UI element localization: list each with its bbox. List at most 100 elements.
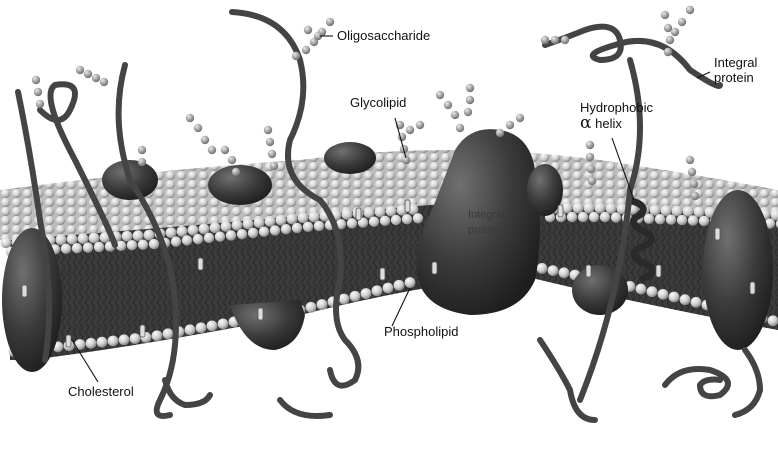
lipid-head bbox=[210, 222, 221, 233]
lipid-head bbox=[666, 214, 676, 224]
lipid-head bbox=[270, 162, 278, 170]
lipid-head bbox=[586, 141, 594, 149]
alpha-symbol: α bbox=[580, 113, 591, 133]
lipid-head bbox=[661, 205, 672, 216]
lipid-head bbox=[254, 217, 265, 228]
lipid-head bbox=[232, 220, 243, 231]
lipid-head bbox=[248, 228, 258, 238]
lipid-head bbox=[369, 216, 379, 226]
lipid-head bbox=[586, 153, 594, 161]
lipid-head bbox=[232, 168, 240, 176]
lipid-head bbox=[182, 235, 192, 245]
lipid-head bbox=[386, 206, 397, 217]
lipid-head bbox=[303, 222, 313, 232]
lipid-head bbox=[350, 291, 361, 302]
lipid-head bbox=[326, 18, 334, 26]
integral-protein-center-label: Integral protein bbox=[468, 208, 518, 238]
lipid-head bbox=[228, 156, 236, 164]
lipid-head bbox=[541, 36, 549, 44]
lipid-head bbox=[86, 338, 97, 349]
lipid-head bbox=[380, 216, 390, 226]
lipid-head bbox=[163, 328, 174, 339]
lipid-head bbox=[309, 212, 320, 223]
lipid-head bbox=[406, 126, 414, 134]
lipid-head bbox=[186, 114, 194, 122]
lipid-head bbox=[611, 212, 621, 222]
lipid-head bbox=[171, 236, 181, 246]
lipid-head bbox=[1, 237, 12, 248]
lipid-head bbox=[177, 226, 188, 237]
lipid-head bbox=[655, 214, 665, 224]
lipid-head bbox=[196, 322, 207, 333]
lipid-head bbox=[218, 318, 229, 329]
lipid-head bbox=[185, 324, 196, 335]
lipid-head bbox=[516, 114, 524, 122]
lipid-head bbox=[194, 124, 202, 132]
phospholipid-label: Phospholipid bbox=[384, 324, 458, 339]
lipid-head bbox=[188, 225, 199, 236]
lipid-head bbox=[339, 294, 350, 305]
lipid-head bbox=[551, 36, 559, 44]
lipid-head bbox=[276, 215, 287, 226]
lipid-head bbox=[75, 339, 86, 350]
lipid-head bbox=[306, 302, 317, 313]
lipid-head bbox=[364, 207, 375, 218]
lipid-head bbox=[122, 231, 133, 242]
lipid-head bbox=[226, 230, 236, 240]
lipid-head bbox=[207, 320, 218, 331]
lipid-head bbox=[466, 96, 474, 104]
lipid-head bbox=[94, 242, 104, 252]
lipid-head bbox=[699, 216, 709, 226]
oligosaccharide-label: Oligosaccharide bbox=[337, 28, 430, 43]
lipid-head bbox=[89, 233, 100, 244]
lipid-head bbox=[537, 263, 548, 274]
lipid-head bbox=[375, 206, 386, 217]
lipid-head bbox=[36, 100, 44, 108]
lipid-head bbox=[149, 239, 159, 249]
lipid-head bbox=[391, 215, 401, 225]
lipid-head bbox=[347, 218, 357, 228]
lipid-head bbox=[314, 221, 324, 231]
lipid-head bbox=[264, 126, 272, 134]
lipid-head bbox=[138, 158, 146, 166]
lipid-head bbox=[405, 277, 416, 288]
lipid-head bbox=[587, 165, 595, 173]
lipid-head bbox=[208, 146, 216, 154]
helix-word: helix bbox=[595, 116, 622, 131]
lipid-head bbox=[193, 234, 203, 244]
lipid-head bbox=[644, 214, 654, 224]
lipid-head bbox=[342, 209, 353, 220]
lipid-head bbox=[669, 292, 680, 303]
lipid-head bbox=[34, 88, 42, 96]
lipid-head bbox=[416, 121, 424, 129]
lipid-head bbox=[108, 336, 119, 347]
lipid-head bbox=[680, 294, 691, 305]
lipid-head bbox=[270, 225, 280, 235]
glycolipid-label: Glycolipid bbox=[350, 95, 406, 110]
lipid-head bbox=[72, 243, 82, 253]
integral-protein-right-label: Integral protein bbox=[714, 55, 774, 85]
alpha-helix-label: α helix bbox=[580, 116, 622, 131]
lipid-head bbox=[561, 36, 569, 44]
lipid-head bbox=[768, 315, 778, 326]
lipid-head bbox=[133, 230, 144, 241]
lipid-head bbox=[304, 26, 312, 34]
lipid-head bbox=[456, 124, 464, 132]
lipid-head bbox=[636, 284, 647, 295]
lipid-head bbox=[496, 129, 504, 137]
lipid-head bbox=[292, 52, 300, 60]
cholesterol-label: Cholesterol bbox=[68, 384, 134, 399]
lipid-head bbox=[402, 214, 412, 224]
lipid-head bbox=[76, 66, 84, 74]
lipid-head bbox=[97, 337, 108, 348]
lipid-head bbox=[237, 229, 247, 239]
lipid-head bbox=[595, 203, 606, 214]
lipid-head bbox=[589, 212, 599, 222]
lipid-head bbox=[221, 146, 229, 154]
lipid-head bbox=[361, 288, 372, 299]
lipid-head bbox=[588, 177, 596, 185]
lipid-head bbox=[691, 297, 702, 308]
lipid-head bbox=[152, 330, 163, 341]
lipid-head bbox=[317, 299, 328, 310]
lipid-head bbox=[32, 76, 40, 84]
